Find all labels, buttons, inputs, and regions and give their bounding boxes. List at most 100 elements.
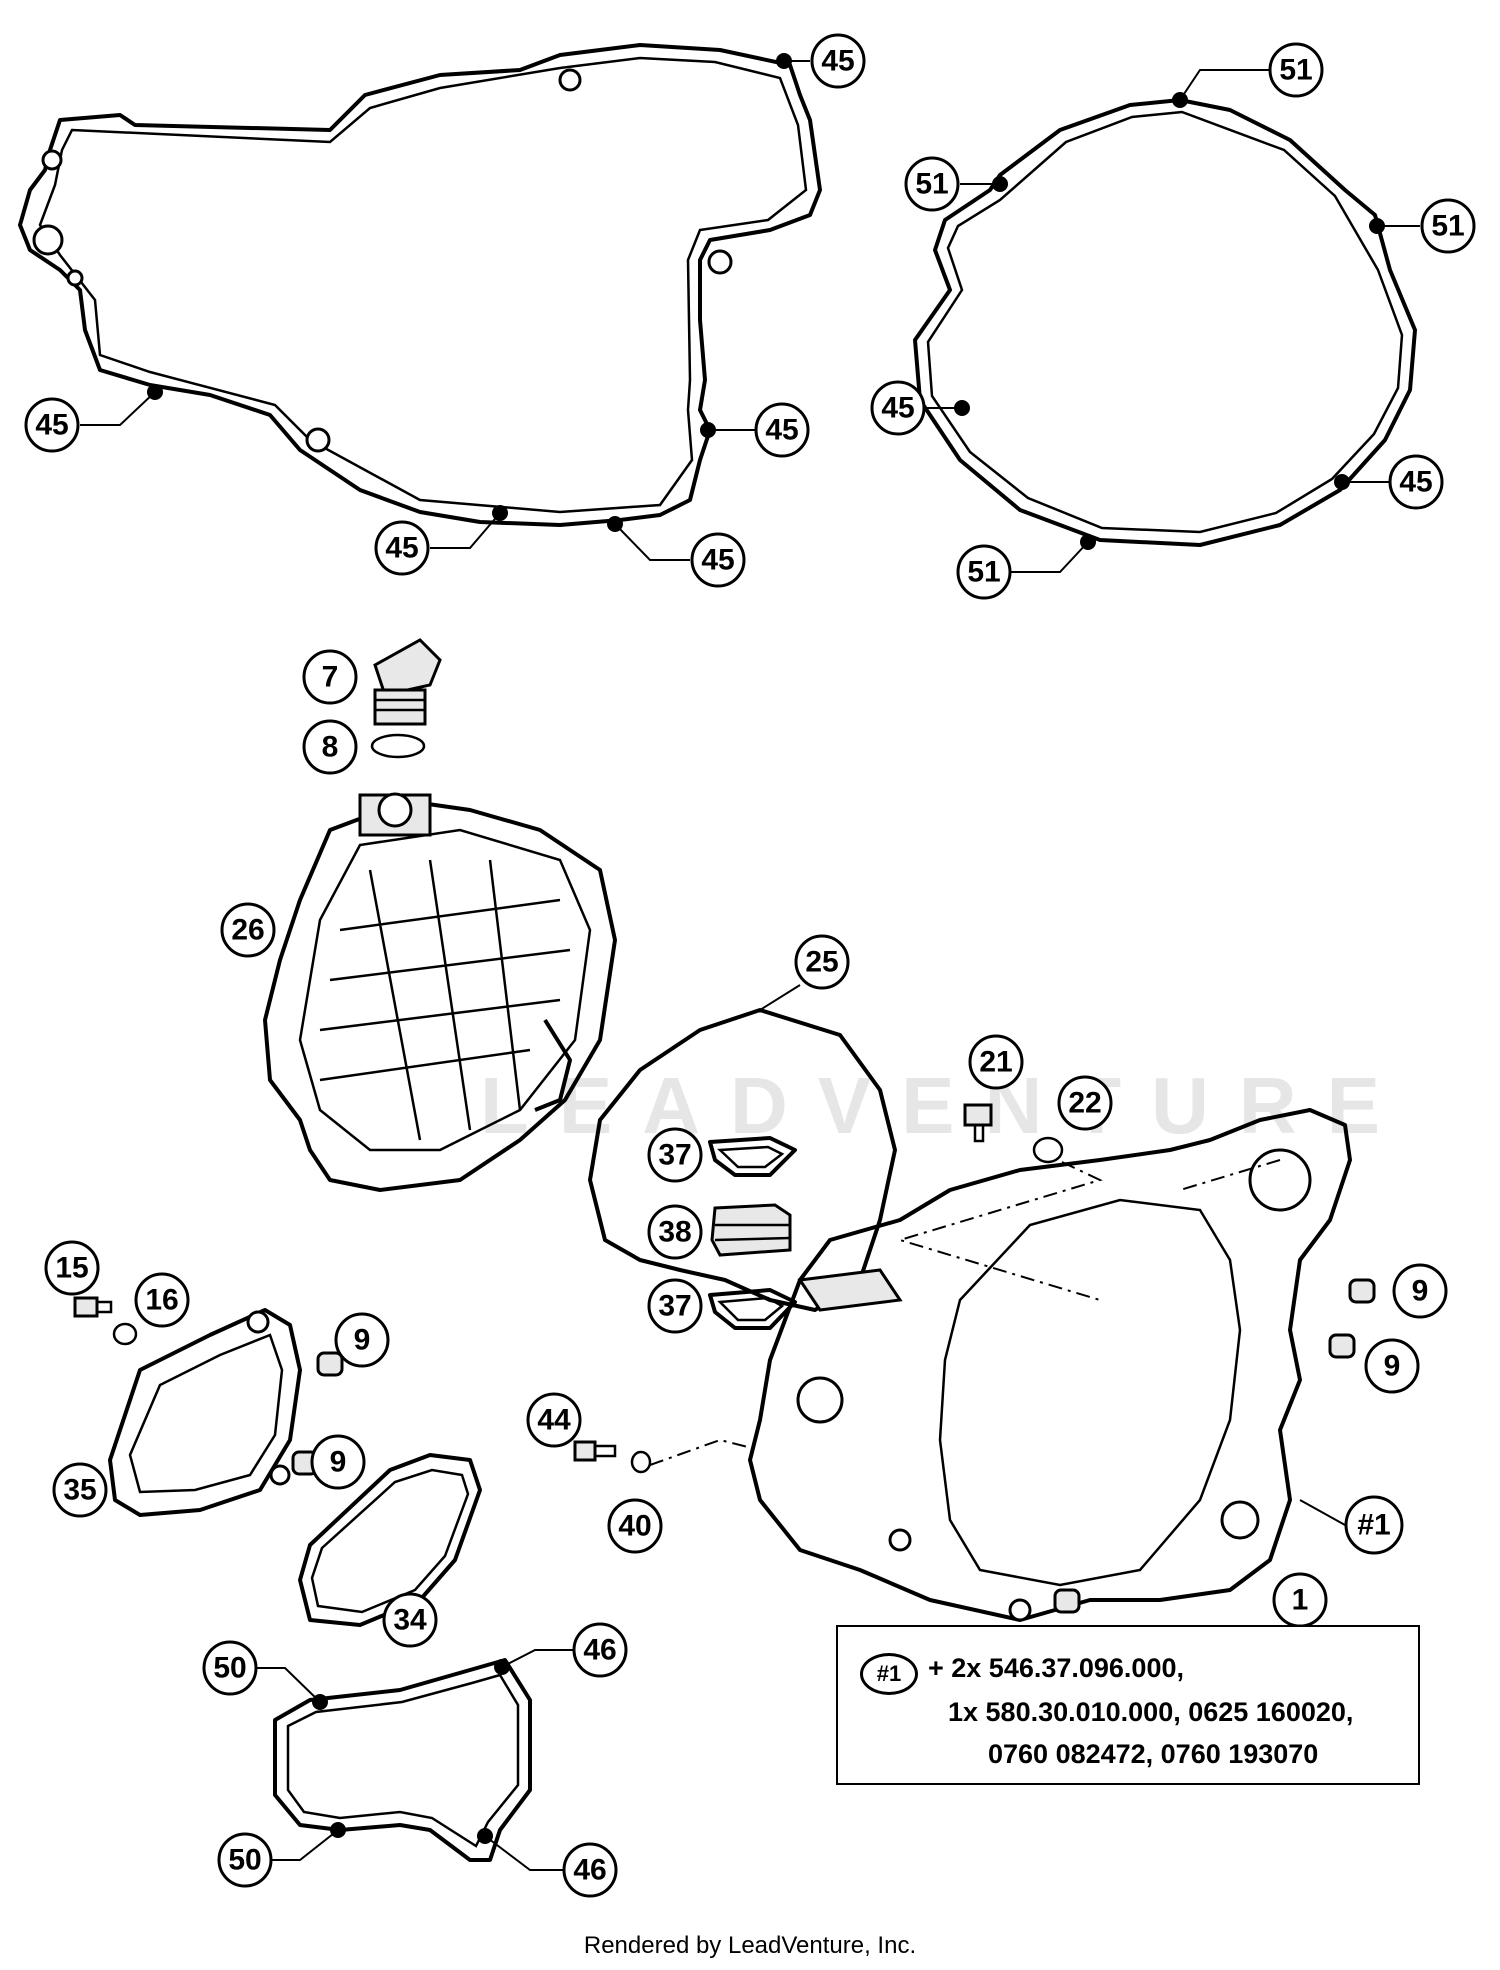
callout-label: 9 xyxy=(354,1324,371,1357)
footer-credit: Rendered by LeadVenture, Inc. xyxy=(583,1932,917,1959)
callout-label: 25 xyxy=(805,946,838,979)
callout-label: 26 xyxy=(231,914,264,947)
callout-26: 26 xyxy=(220,902,276,958)
water-pump-washer xyxy=(112,1322,138,1346)
callout-label: 46 xyxy=(573,1854,606,1887)
water-pump-cover xyxy=(108,1308,302,1517)
callout-label: 37 xyxy=(658,1290,691,1323)
callout-7: 7 xyxy=(302,649,358,705)
callout-label: 45 xyxy=(1399,466,1432,499)
callout-label: 44 xyxy=(537,1404,571,1437)
callout-9: 9 xyxy=(1364,1338,1420,1394)
kit-contents-box: #1 + 2x 546.37.096.000, 1x 580.30.010.00… xyxy=(836,1625,1420,1785)
assembly-line xyxy=(649,1438,761,1466)
callout-51: 51 xyxy=(1268,42,1324,98)
callout-1ref: #1 xyxy=(1344,1495,1404,1555)
callout-50: 50 xyxy=(217,1832,273,1888)
callout-25: 25 xyxy=(794,934,850,990)
callout-label: 16 xyxy=(145,1284,178,1317)
callout-50: 50 xyxy=(202,1640,258,1696)
inspection-window-seals xyxy=(708,1136,797,1330)
callout-40: 40 xyxy=(607,1498,663,1554)
callout-label: 45 xyxy=(821,45,854,78)
callout-38: 38 xyxy=(647,1204,703,1260)
callout-37: 37 xyxy=(647,1278,703,1334)
callout-label: 1 xyxy=(1292,1584,1309,1617)
water-pump-gasket xyxy=(273,1658,532,1862)
callout-label: 22 xyxy=(1068,1087,1101,1120)
clutch-cover-gasket xyxy=(18,43,822,561)
callout-label: #1 xyxy=(1357,1509,1390,1542)
callout-label: 37 xyxy=(658,1139,691,1172)
drain-screw xyxy=(963,1103,993,1143)
callout-label: 45 xyxy=(765,414,798,447)
callout-label: 45 xyxy=(385,532,418,565)
water-pump-gasket-inner xyxy=(286,1673,520,1848)
bypass-washer xyxy=(630,1450,652,1474)
callout-label: 50 xyxy=(228,1844,261,1877)
callout-9: 9 xyxy=(334,1312,390,1368)
callout-46: 46 xyxy=(562,1842,618,1898)
callout-16: 16 xyxy=(134,1272,190,1328)
callout-label: 9 xyxy=(1412,1275,1429,1308)
kit-line-1: + 2x 546.37.096.000, xyxy=(928,1653,1184,1683)
callout-label: 9 xyxy=(330,1446,347,1479)
callout-51: 51 xyxy=(956,544,1012,600)
callout-label: 45 xyxy=(701,544,734,577)
callout-label: 34 xyxy=(393,1604,427,1637)
callout-label: 45 xyxy=(35,409,68,442)
callout-label: 51 xyxy=(967,556,1000,589)
callout-35: 35 xyxy=(52,1462,108,1518)
watermark: LEADVENTURE xyxy=(480,1061,1411,1150)
sealing-washer xyxy=(1032,1136,1064,1164)
callout-1: 1 xyxy=(1272,1572,1328,1628)
assembly-line xyxy=(896,1161,1103,1301)
callout-45: 45 xyxy=(690,532,746,588)
callout-45: 45 xyxy=(810,33,866,89)
callout-45: 45 xyxy=(374,520,430,576)
callout-45: 45 xyxy=(24,397,80,453)
callout-51: 51 xyxy=(904,156,960,212)
callout-label: 7 xyxy=(322,661,339,694)
clutch-cover xyxy=(748,1108,1352,1622)
ignition-cover-gasket xyxy=(913,69,1420,573)
callout-45: 45 xyxy=(1388,454,1444,510)
callout-label: 9 xyxy=(1384,1350,1401,1383)
callout-9: 9 xyxy=(1392,1263,1448,1319)
callout-label: 21 xyxy=(979,1046,1012,1079)
callout-15: 15 xyxy=(44,1240,100,1296)
callout-label: 51 xyxy=(1279,54,1312,87)
leader-1ref xyxy=(1299,1499,1346,1526)
callout-label: 51 xyxy=(915,168,948,201)
callout-label: 50 xyxy=(213,1652,246,1685)
leader-25 xyxy=(759,984,801,1011)
callout-46: 46 xyxy=(572,1622,628,1678)
callout-label: 38 xyxy=(658,1216,691,1249)
kit-line-3: 0760 082472, 0760 193070 xyxy=(988,1739,1319,1769)
callout-37: 37 xyxy=(647,1127,703,1183)
callout-label: 15 xyxy=(55,1252,88,1285)
callout-34: 34 xyxy=(382,1592,438,1648)
outer-clutch-cover xyxy=(263,792,617,1192)
assembly-line xyxy=(1179,1159,1281,1191)
callout-21: 21 xyxy=(968,1034,1024,1090)
callout-45: 45 xyxy=(754,402,810,458)
bypass-screw xyxy=(573,1440,617,1462)
o-ring xyxy=(370,733,426,759)
callout-label: 51 xyxy=(1431,210,1464,243)
callout-51: 51 xyxy=(1420,198,1476,254)
callout-label: 45 xyxy=(881,392,914,425)
callout-label: 40 xyxy=(618,1510,651,1543)
callout-45: 45 xyxy=(870,380,926,436)
water-pump-cover-gasket xyxy=(298,1453,482,1627)
water-pump-cover-gasket-inner xyxy=(310,1468,470,1614)
oil-filler-plug xyxy=(373,638,442,726)
callout-label: 46 xyxy=(583,1634,616,1667)
kit-line-2: 1x 580.30.010.000, 0625 160020, xyxy=(948,1697,1354,1727)
callout-label: 35 xyxy=(63,1474,96,1507)
callout-9: 9 xyxy=(310,1434,366,1490)
callout-44: 44 xyxy=(526,1392,582,1448)
callout-label: 8 xyxy=(322,731,339,764)
callout-8: 8 xyxy=(302,719,358,775)
